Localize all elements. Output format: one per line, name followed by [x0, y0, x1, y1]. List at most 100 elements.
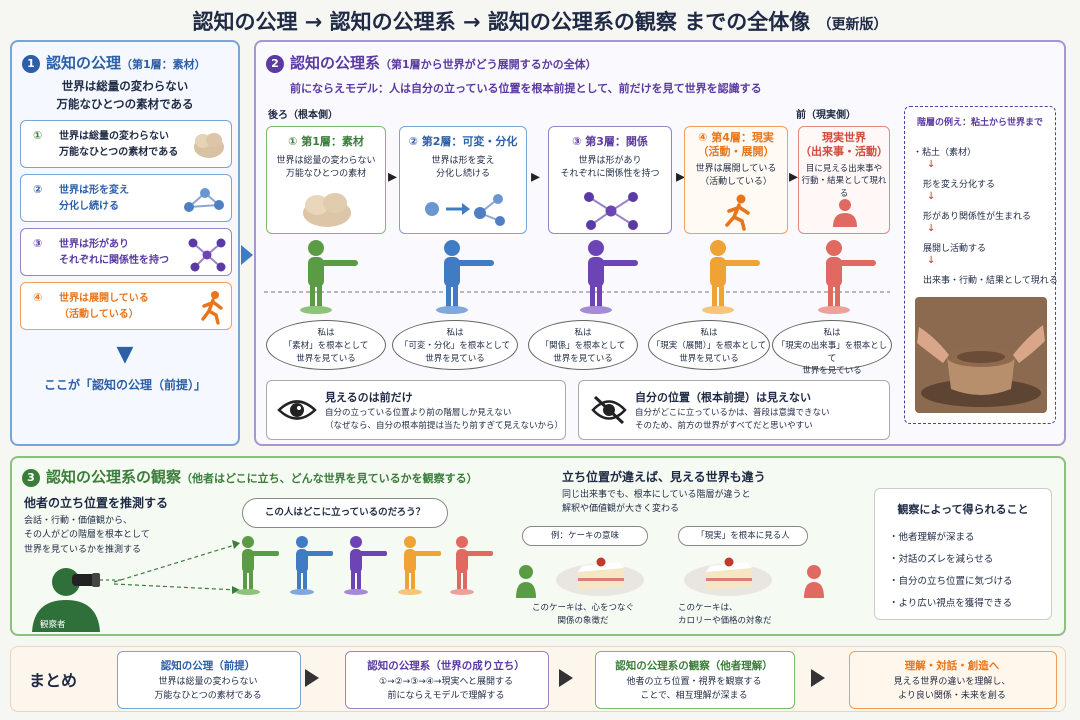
section-connector-arrow [241, 245, 253, 265]
bubble-4: 私は「現実（展開）」を根本として世界を見ている [648, 320, 770, 370]
page-title: 認知の公理 → 認知の公理系 → 認知の公理系の観察 までの全体像 （更新版） [0, 6, 1080, 36]
guess-title: 他者の立ち位置を推測する [24, 496, 169, 510]
bubble-3-line1: 私は [574, 328, 592, 338]
layer-4-desc2: （活動している） [700, 177, 772, 188]
title-main: 認知の公理 → 認知の公理系 → 認知の公理系の観察 までの全体像 [192, 10, 811, 34]
bubble-3-line2: 「関係」を根本として [540, 340, 626, 351]
down-arrow-icon: ▼ [116, 342, 134, 367]
layer-1-title: ① 第1層：素材 [288, 135, 364, 148]
section1-footer: ここが「認知の公理（前提）」 [43, 378, 206, 392]
axiom-item-4: ④ 世界は展開している （活動している） [20, 282, 232, 330]
figure-red [818, 240, 876, 314]
guess-line1: 会話・行動・価値観から、 [24, 516, 133, 526]
axiom-item-3-line1: 世界は形があり [59, 239, 129, 250]
bubble-1: 私は「素材」を根本として世界を見ている [266, 320, 386, 370]
layer-5-subtitle: （出来事・活動） [800, 145, 888, 159]
layer-card-1: ① 第1層：素材 世界は総量の変わらない 万能なひとつの素材 [266, 126, 386, 234]
section3-number: 3 [22, 468, 40, 487]
layer-3-desc2: それぞれに関係性を持つ [560, 169, 660, 180]
bubble-5-line3: 世界を見ている [802, 366, 862, 377]
bubble-5-line2: 「現実の出来事」を根本として [776, 340, 888, 364]
gain-4: ・より広い視点を獲得できる [889, 598, 1013, 609]
layer-card-real: 現実世界 （出来事・活動） 目に見える出来事や 行動・結果として現れる [798, 126, 890, 234]
summary-card-4-line1: 見える世界の違いを理解し、 [893, 677, 1011, 687]
summary-card-2-line1: ①→②→③→④→現実へと展開する [379, 677, 513, 687]
bubble-3-line3: 世界を見ている [553, 353, 613, 364]
summary-arrow-3 [811, 669, 825, 687]
section2-header: 2 認知の公理系（第1層から世界がどう展開するかの全体） [266, 52, 597, 73]
gain-2: ・対話のズレを減らせる [889, 554, 994, 565]
running-icon [725, 194, 750, 231]
question-bubble: この人はどこに立っているのだろう？ [242, 498, 448, 528]
running-icon [201, 291, 223, 325]
layer-5-title: 現実世界 [822, 131, 866, 144]
example-step-3: 形があり関係性が生まれる [923, 212, 1032, 222]
axiom-item-3-line2: それぞれに関係性を持つ [59, 255, 169, 266]
summary-card-2-title: 認知の公理系（世界の成り立ち） [367, 660, 525, 672]
layer-2-title: ② 第2層：可変・分化 [408, 135, 518, 148]
bubble-4-line2: 「現実（展開）」を根本として [651, 340, 767, 351]
layer-4-desc1: 世界は展開している [695, 164, 777, 174]
guess-line3: 世界を見ているかを推測する [24, 544, 142, 555]
example-title: 階層の例え：粘土から世界まで [916, 118, 1043, 128]
eye-icon [277, 400, 317, 420]
blind-position-box: 自分の位置（根本前提）は見えない 自分がどこに立っているかは、普段は意識できない… [578, 380, 890, 440]
cake1-line1: このケーキは、心をつなぐ [531, 603, 634, 613]
figure-blue [436, 240, 494, 314]
blind-line1: 自分がどこに立っているかは、普段は意識できない [635, 408, 830, 418]
summary-card-1-title: 認知の公理（前提） [160, 660, 256, 672]
bubble-5-line1: 私は [823, 328, 841, 338]
observer-label: 観察者 [40, 620, 66, 630]
summary-card-2: 認知の公理系（世界の成り立ち） ①→②→③→④→現実へと展開する 前にならえモデ… [345, 651, 549, 709]
summary-bar: まとめ 認知の公理（前提） 世界は総量の変わらない 万能なひとつの素材である 認… [10, 646, 1066, 712]
section1-lead-line2: 万能なひとつの素材である [56, 96, 194, 111]
bubble-5: 私は「現実の出来事」を根本として世界を見ている [772, 320, 892, 376]
section2-lead: 前にならえモデル：人は自分の立っている位置を根本前提として、前だけを見て世界を認… [290, 82, 762, 95]
diff-line1: 同じ出来事でも、根本にしている階層が違うと [562, 490, 751, 500]
summary-card-2-line2: 前にならえモデルで理解する [387, 690, 505, 701]
layer-2-desc2: 分化し続ける [435, 169, 490, 180]
title-suffix: （更新版） [817, 17, 888, 33]
section2-subtitle: （第1層から世界がどう展開するかの全体） [380, 58, 597, 71]
network-icon [188, 238, 226, 272]
person-icon [833, 199, 857, 227]
layer-arrow-2: ▸ [531, 166, 541, 187]
example-arrow-3: ↓ [927, 223, 936, 234]
axiom-item-4-num: ④ [33, 291, 43, 304]
cake1-tag: 例：ケーキの意味 [522, 526, 648, 546]
figure-purple [580, 240, 638, 314]
axiom-item-1-line2: 万能なひとつの素材である [59, 147, 179, 158]
summary-card-1-line2: 万能なひとつの素材である [154, 690, 262, 701]
cake2-line1: このケーキは、 [678, 603, 738, 613]
bubble-4-line1: 私は [700, 328, 718, 338]
gain-1: ・他者理解が深まる [889, 532, 975, 543]
section2-number: 2 [266, 54, 284, 73]
diff-line2: 解釈や価値観が大きく変わる [562, 504, 680, 515]
figure-green [300, 240, 358, 314]
example-arrow-1: ↓ [927, 159, 936, 170]
observed-figures [236, 536, 493, 595]
axiom-item-2: ② 世界は形を変え 分化し続ける [20, 174, 232, 222]
small-figure-purple [344, 536, 387, 595]
blind-line2: そのため、前方の世界がすべてだと思いやすい [635, 420, 813, 431]
clay-example-box: 階層の例え：粘土から世界まで ・粘土（素材） ↓ 形を変え分化する ↓ 形があり… [904, 106, 1058, 424]
observer-figure [32, 568, 122, 632]
example-step-1: ・粘土（素材） [913, 148, 977, 158]
bubble-2-line2: 「可変・分化」を根本として [399, 340, 511, 351]
split-icon [425, 194, 505, 226]
bubble-3: 私は「関係」を根本として世界を見ている [528, 320, 638, 370]
back-label: 後ろ（根本側） [268, 110, 338, 121]
summary-card-3-title: 認知の公理系の観察（他者理解） [615, 660, 773, 672]
cake2-tag: 「現実」を根本に見る人 [678, 526, 808, 546]
bubble-1-line1: 私は [317, 328, 335, 338]
small-figure-red [450, 536, 493, 595]
see-front-line1: 自分の立っている位置より前の階層しか見えない [325, 408, 512, 418]
section3-subtitle: （他者はどこに立ち、どんな世界を見ているかを観察する） [181, 472, 478, 485]
layer-arrow-3: ▸ [676, 166, 686, 187]
summary-card-4-title: 理解・対話・創造へ [904, 660, 1000, 672]
cake1-line2: 関係の象徴だ [557, 615, 609, 626]
section2-title: 認知の公理系 [290, 54, 381, 72]
